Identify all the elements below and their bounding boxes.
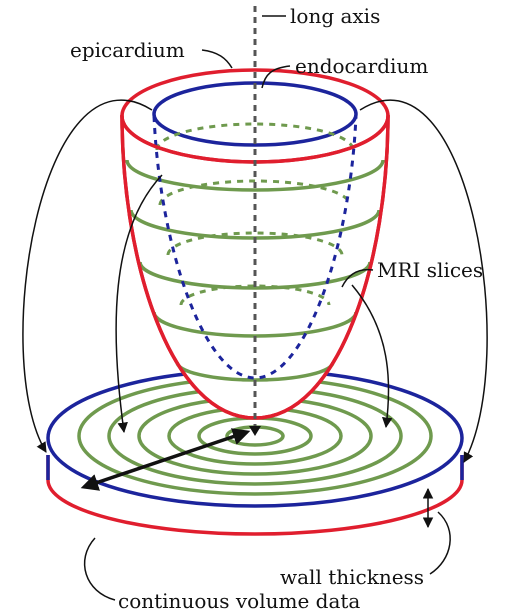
epicardium-label: epicardium: [70, 38, 185, 62]
slice-2-back: [158, 179, 352, 206]
left-ventricle: [120, 68, 390, 420]
continuous-volume-data-label: continuous volume data: [118, 589, 360, 612]
mri-slices-label: MRI slices: [377, 258, 483, 282]
long-axis-label: long axis: [290, 4, 380, 28]
epicardium-surface: [122, 115, 388, 418]
leader-lines: [84, 15, 451, 601]
volume-double-arrow: [80, 428, 251, 491]
slice-3-front: [138, 261, 372, 290]
slice-1-front: [125, 159, 385, 192]
arrow-right-inner: [351, 284, 393, 429]
wall-thickness-label: wall thickness: [280, 565, 424, 589]
disc-side-wall: [46, 455, 464, 536]
endocardium-inner-wall: [152, 115, 358, 380]
arrow-left-outer: [22, 99, 153, 453]
endocardium-label: endocardium: [295, 54, 428, 78]
endocardium-rim: [152, 81, 358, 147]
leader-mri-slices: [341, 268, 374, 288]
arrow-left-inner: [115, 174, 163, 434]
arrow-right-outer: [359, 99, 488, 463]
mapping-arrows: [22, 99, 488, 463]
slice-3-back: [166, 231, 344, 256]
leader-wall-thickness: [429, 511, 451, 575]
leader-volume-data: [84, 537, 116, 601]
leader-endocardium: [261, 65, 291, 89]
long-axis-arrowhead: [249, 426, 261, 436]
leader-epicardium: [201, 49, 233, 69]
slice-1-back: [155, 122, 355, 151]
